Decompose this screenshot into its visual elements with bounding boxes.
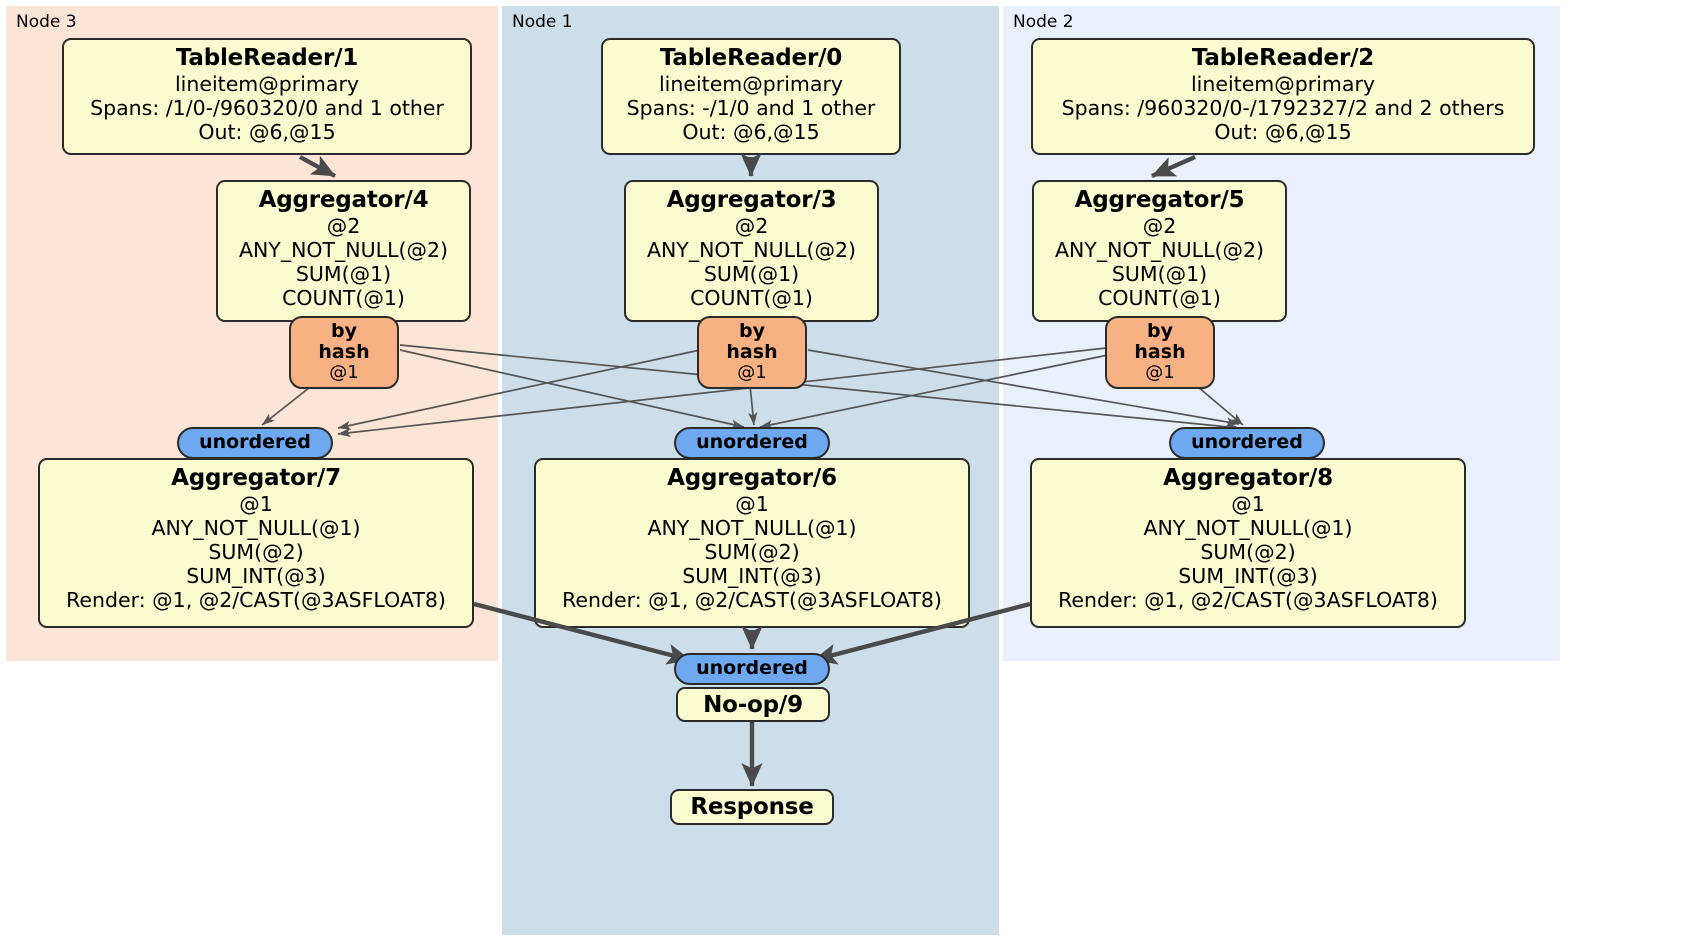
processor-detail-line: @2 xyxy=(1142,213,1177,238)
router-label: unordered xyxy=(696,657,808,679)
router-label: by hash xyxy=(318,320,370,363)
processor-title: Aggregator/8 xyxy=(1163,465,1333,491)
processor-detail-line: Out: @6,@15 xyxy=(682,119,820,144)
router-label: by hash xyxy=(726,320,778,363)
router-hash5[interactable]: by hash@1 xyxy=(1105,316,1215,389)
router-label: unordered xyxy=(696,431,808,453)
processor-detail-line: Render: @1, @2/CAST(@3ASFLOAT8) xyxy=(66,587,446,612)
node-panel-label: Node 2 xyxy=(1013,12,1074,32)
processor-detail-line: ANY_NOT_NULL(@2) xyxy=(646,237,857,262)
node-panel-label: Node 1 xyxy=(512,12,573,32)
processor-detail-line: @1 xyxy=(239,491,273,516)
processor-detail-line: SUM(@1) xyxy=(295,261,392,286)
processor-noop9[interactable]: No-op/9 xyxy=(676,687,830,722)
processor-detail-line: SUM_INT(@3) xyxy=(1178,563,1318,588)
processor-detail-line: ANY_NOT_NULL(@2) xyxy=(1054,237,1265,262)
processor-detail-line: SUM_INT(@3) xyxy=(186,563,326,588)
processor-response[interactable]: Response xyxy=(670,789,834,825)
processor-title: Aggregator/7 xyxy=(171,465,341,491)
router-sublabel: @1 xyxy=(1145,361,1175,383)
router-unordered7[interactable]: unordered xyxy=(177,427,333,459)
processor-detail-line: ANY_NOT_NULL(@1) xyxy=(647,515,857,540)
processor-title: Aggregator/4 xyxy=(258,187,429,213)
processor-detail-line: COUNT(@1) xyxy=(282,285,405,310)
processor-title: TableReader/1 xyxy=(175,45,359,71)
router-unordered9[interactable]: unordered xyxy=(674,653,830,685)
router-hash4[interactable]: by hash@1 xyxy=(289,316,399,389)
processor-title: Aggregator/5 xyxy=(1074,187,1245,213)
router-label: unordered xyxy=(199,431,311,453)
router-unordered8[interactable]: unordered xyxy=(1169,427,1325,459)
router-unordered6[interactable]: unordered xyxy=(674,427,830,459)
processor-detail-line: SUM(@1) xyxy=(1111,261,1208,286)
processor-detail-line: SUM(@1) xyxy=(703,261,800,286)
router-label: unordered xyxy=(1191,431,1303,453)
processor-detail-line: Out: @6,@15 xyxy=(1214,119,1352,144)
processor-detail-line: Render: @1, @2/CAST(@3ASFLOAT8) xyxy=(1058,587,1438,612)
processor-detail-line: @2 xyxy=(326,213,361,238)
processor-detail-line: SUM(@2) xyxy=(208,539,304,564)
processor-detail-line: @1 xyxy=(1231,491,1265,516)
processor-detail-line: SUM(@2) xyxy=(704,539,800,564)
processor-detail-line: COUNT(@1) xyxy=(690,285,813,310)
processor-detail-line: ANY_NOT_NULL(@1) xyxy=(151,515,361,540)
processor-detail-line: SUM_INT(@3) xyxy=(682,563,822,588)
processor-detail-line: COUNT(@1) xyxy=(1098,285,1221,310)
router-label: by hash xyxy=(1134,320,1186,363)
processor-title: Response xyxy=(690,794,814,820)
router-sublabel: @1 xyxy=(329,361,359,383)
processor-detail-line: @2 xyxy=(734,213,769,238)
processor-title: No-op/9 xyxy=(703,692,803,718)
processor-detail-line: lineitem@primary xyxy=(658,71,844,96)
processor-title: TableReader/0 xyxy=(659,45,843,71)
processor-detail-line: lineitem@primary xyxy=(174,71,360,96)
processor-detail-line: Out: @6,@15 xyxy=(198,119,336,144)
processor-detail-line: Spans: -/1/0 and 1 other xyxy=(626,95,876,120)
processor-detail-line: Render: @1, @2/CAST(@3ASFLOAT8) xyxy=(562,587,942,612)
router-sublabel: @1 xyxy=(737,361,767,383)
processor-detail-line: ANY_NOT_NULL(@1) xyxy=(1143,515,1353,540)
processor-title: Aggregator/6 xyxy=(667,465,837,491)
node-panel-label: Node 3 xyxy=(16,12,77,32)
processor-detail-line: SUM(@2) xyxy=(1200,539,1296,564)
processor-detail-line: ANY_NOT_NULL(@2) xyxy=(238,237,449,262)
processor-detail-line: Spans: /960320/0-/1792327/2 and 2 others xyxy=(1061,95,1505,120)
processor-detail-line: Spans: /1/0-/960320/0 and 1 other xyxy=(90,95,444,120)
processor-title: TableReader/2 xyxy=(1191,45,1375,71)
processor-detail-line: lineitem@primary xyxy=(1190,71,1376,96)
processor-detail-line: @1 xyxy=(735,491,769,516)
router-hash3[interactable]: by hash@1 xyxy=(697,316,807,389)
processor-title: Aggregator/3 xyxy=(666,187,837,213)
